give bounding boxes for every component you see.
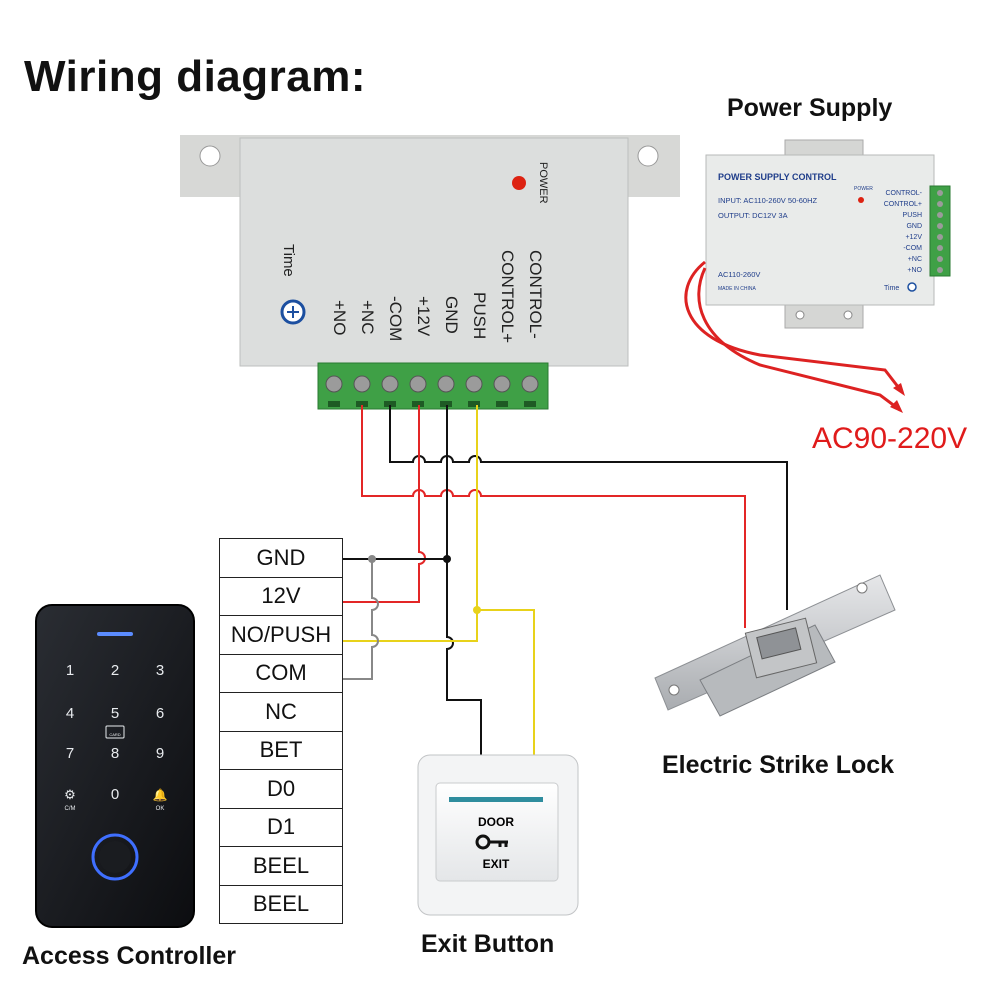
card-label: CARD (109, 732, 120, 737)
wire-push-to-exit (476, 405, 535, 756)
power-supply-unit-large: POWER Time CONTROL- CONTROL+ PUSH GND +1… (180, 135, 680, 410)
terminal-gnd: GND (219, 538, 343, 578)
exit-button-label: Exit Button (421, 930, 555, 958)
terminal-12v: 12V (219, 576, 343, 616)
small-time-label: Time (884, 285, 899, 292)
small-terminal-2: PUSH (903, 212, 922, 219)
terminal-no-push: NO/PUSH (219, 615, 343, 655)
small-terminal-0: CONTROL- (885, 190, 922, 197)
small-power-led-icon (858, 197, 864, 203)
big-terminal-label-7: +NO (330, 300, 349, 335)
key-3: 3 (156, 662, 164, 679)
key-1: 1 (66, 662, 74, 679)
big-terminal-label-0: CONTROL- (526, 250, 545, 339)
small-ac-range: AC110-260V (718, 270, 760, 279)
big-power-led-label: POWER (537, 162, 549, 204)
big-terminal-label-5: -COM (386, 296, 405, 341)
big-terminal-label-3: GND (442, 296, 461, 334)
small-time-knob-icon (907, 282, 917, 292)
mount-hole-right (637, 145, 659, 167)
diagram-title: Wiring diagram: (24, 52, 367, 101)
power-supply-label: Power Supply (727, 94, 893, 122)
key-sub-cm: C/M (65, 806, 76, 812)
card-icon: CARD (105, 725, 125, 739)
key-4: 4 (66, 705, 74, 722)
small-output: OUTPUT: DC12V 3A (718, 211, 788, 220)
exit-button-exit-text: EXIT (483, 857, 510, 871)
big-terminal-label-2: PUSH (470, 292, 489, 339)
terminal-d0: D0 (219, 769, 343, 809)
small-input: INPUT: AC110-260V 50-60HZ (718, 196, 817, 205)
power-led-icon (512, 176, 526, 190)
small-terminal-1: CONTROL+ (884, 201, 922, 208)
exit-button-door-text: DOOR (478, 815, 514, 829)
controller-terminal-table: GND 12V NO/PUSH COM NC BET D0 D1 BEEL BE… (219, 538, 343, 924)
wire-12v-to-controller (343, 405, 426, 603)
big-terminal-label-6: +NC (358, 300, 377, 334)
small-header: POWER SUPPLY CONTROL (718, 172, 837, 182)
terminal-beel-2: BEEL (219, 884, 343, 924)
small-terminal-4: +12V (905, 234, 922, 241)
key-9: 9 (156, 745, 164, 762)
small-power-label: POWER (854, 186, 873, 192)
fingerprint-sensor-icon (91, 833, 139, 881)
wire-push-to-controller (343, 610, 478, 642)
ac-voltage-label: AC90-220V (812, 422, 968, 455)
power-supply-unit-small: POWER SUPPLY CONTROL INPUT: AC110-260V 5… (684, 139, 951, 413)
mount-hole-left (199, 145, 221, 167)
key-sub-ok: OK (156, 806, 165, 812)
key-8: 8 (111, 745, 119, 762)
terminal-nc: NC (219, 692, 343, 732)
wire-com-to-lock (389, 405, 788, 610)
wiring (343, 405, 788, 756)
key-7: 7 (66, 745, 74, 762)
key-0: 0 (111, 786, 119, 803)
key-icon (475, 834, 508, 850)
key-6: 6 (156, 705, 164, 722)
gear-icon: ⚙ (64, 787, 76, 802)
electric-strike-lock (654, 574, 896, 717)
exit-button-device: DOOR EXIT (417, 754, 579, 916)
key-5: 5 (111, 705, 119, 722)
small-terminal-3: GND (906, 223, 922, 230)
wire-gnd-to-exit (446, 405, 482, 756)
small-terminal-7: +NO (907, 267, 922, 274)
big-terminal-label-1: CONTROL+ (498, 250, 517, 343)
terminal-d1: D1 (219, 807, 343, 847)
small-made-in: MADE IN CHINA (718, 286, 756, 292)
big-terminal-label-4: +12V (414, 296, 433, 337)
access-controller-label: Access Controller (22, 942, 236, 970)
small-terminal-5: -COM (903, 245, 922, 252)
access-controller-keypad: 1 2 3 4 5 6 7 8 9 ⚙ 0 🔔 C/M OK CARD (35, 604, 195, 928)
terminal-com: COM (219, 653, 343, 693)
key-2: 2 (111, 662, 119, 679)
ac-input-wire (684, 260, 904, 393)
small-terminal-6: +NC (908, 256, 922, 263)
big-time-label: Time (280, 244, 297, 277)
bell-icon: 🔔 (153, 788, 168, 802)
wire-junctions (368, 555, 481, 614)
strike-lock-label: Electric Strike Lock (662, 751, 895, 779)
terminal-block (317, 362, 549, 410)
wire-gnd-com-jumper (343, 559, 379, 680)
time-knob-icon (280, 299, 306, 325)
unit-body (239, 137, 629, 367)
terminal-beel-1: BEEL (219, 846, 343, 886)
terminal-bet: BET (219, 730, 343, 770)
